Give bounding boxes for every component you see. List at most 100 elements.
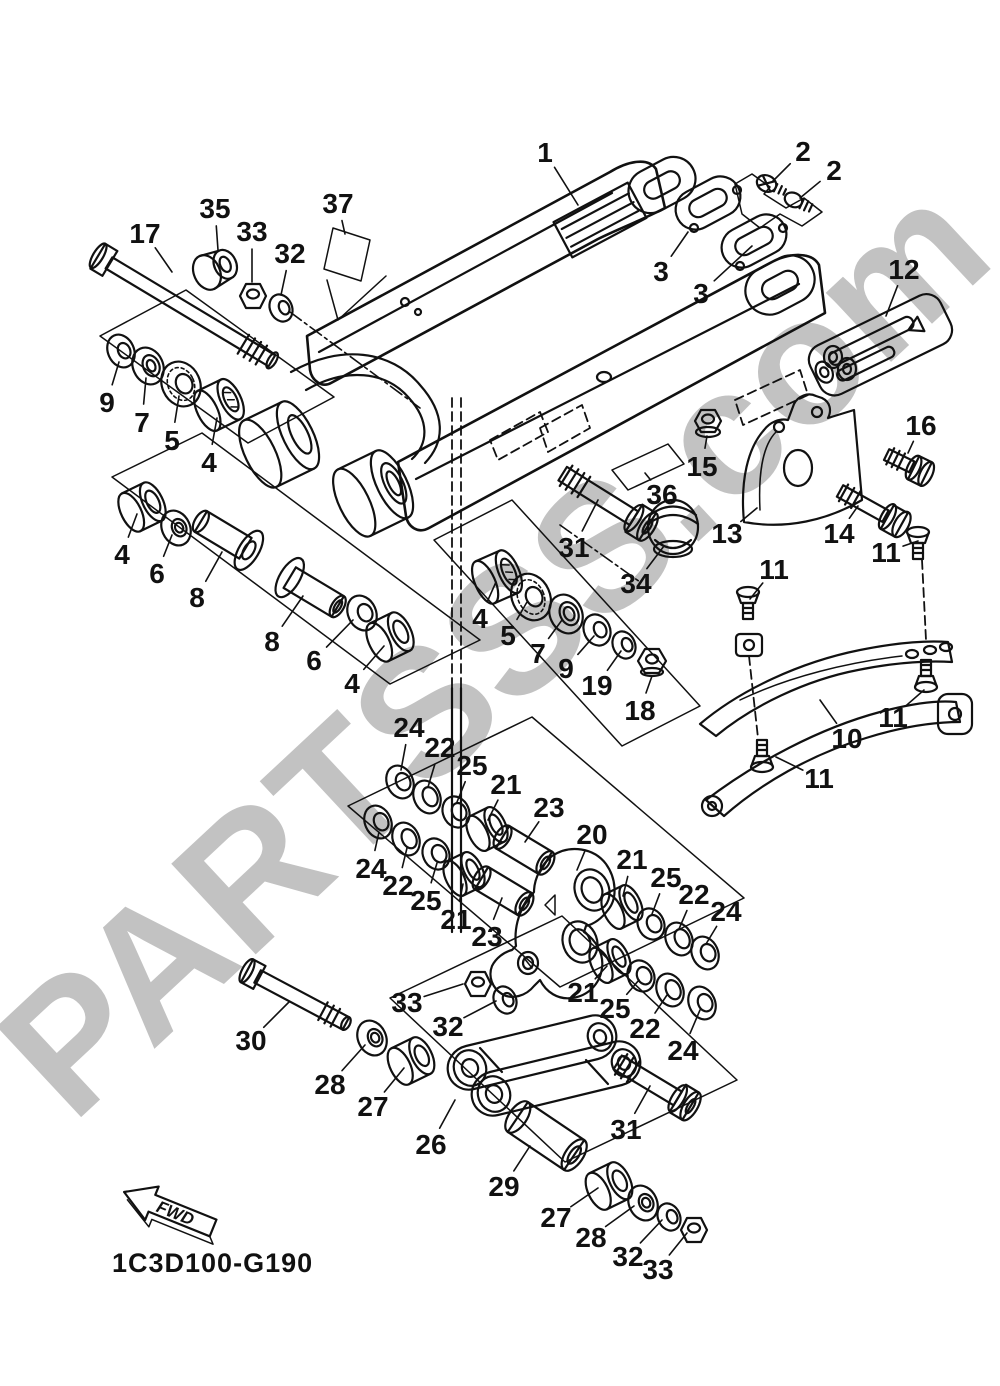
callout-number-15: 15 — [686, 451, 717, 482]
nut-15 — [693, 408, 723, 439]
washer-32-mid — [492, 985, 518, 1015]
callout-number-35: 35 — [199, 193, 230, 224]
callout-leader-23 — [524, 821, 540, 843]
screw-11-c — [913, 658, 939, 694]
callout-number-36: 36 — [646, 479, 677, 510]
callout-leader-27 — [383, 1067, 405, 1093]
spacer-8-a — [191, 509, 265, 571]
seal-7-mid — [548, 593, 584, 635]
callout-number-11: 11 — [871, 537, 901, 568]
callout-leader-22 — [654, 994, 668, 1014]
callout-number-22: 22 — [629, 1013, 660, 1044]
callout-number-10: 10 — [831, 723, 862, 754]
callout-leader-24 — [689, 1009, 701, 1035]
callout-leader-2 — [799, 180, 821, 199]
bolt-14 — [835, 483, 912, 539]
callout-number-17: 17 — [129, 218, 160, 249]
callout-number-33: 33 — [642, 1254, 673, 1285]
bearing-5-mid — [509, 572, 553, 622]
callout-number-24: 24 — [667, 1035, 699, 1066]
callout-number-28: 28 — [314, 1069, 345, 1100]
callout-number-24: 24 — [710, 896, 742, 927]
callout-leader-14 — [848, 505, 859, 520]
callout-leader-24 — [400, 743, 407, 771]
callout-leader-4 — [211, 417, 218, 446]
callout-leader-22 — [401, 847, 408, 869]
callout-leader-23 — [492, 897, 503, 921]
callout-leader-3 — [670, 231, 689, 258]
callout-number-29: 29 — [488, 1171, 519, 1202]
callout-leader-28 — [341, 1044, 366, 1072]
callout-number-22: 22 — [382, 870, 413, 901]
callout-leader-11 — [775, 756, 804, 771]
bearing-21-ur — [600, 883, 644, 931]
callout-number-28: 28 — [575, 1222, 606, 1253]
callout-number-21: 21 — [440, 904, 471, 935]
bushing-27-b — [584, 1161, 634, 1211]
callout-leader-11 — [905, 689, 925, 706]
callout-number-9: 9 — [99, 387, 115, 418]
callout-leader-8 — [204, 551, 223, 583]
callout-number-21: 21 — [567, 977, 598, 1008]
callout-number-25: 25 — [599, 993, 630, 1024]
callout-leader-32 — [639, 1219, 663, 1244]
bolt-30 — [238, 958, 352, 1031]
callout-number-23: 23 — [471, 921, 502, 952]
washer-19 — [611, 630, 637, 660]
callout-number-12: 12 — [888, 254, 919, 285]
callout-leader-15 — [704, 435, 708, 450]
callout-leader-25 — [456, 780, 467, 803]
callout-number-3: 3 — [693, 278, 709, 309]
callout-number-8: 8 — [264, 626, 280, 657]
spacer-8-b — [274, 556, 347, 619]
callout-leader-21 — [487, 799, 499, 821]
callout-leader-2 — [771, 162, 792, 183]
callout-leader-9 — [577, 635, 595, 656]
callout-leader-31 — [581, 499, 599, 532]
callout-number-5: 5 — [500, 620, 516, 651]
bushing-27-a — [386, 1036, 436, 1086]
nut-33-mid — [463, 970, 493, 998]
callout-leader-32 — [463, 1000, 497, 1019]
nut-33-bottom — [679, 1216, 709, 1244]
callout-number-27: 27 — [540, 1202, 571, 1233]
screw-2a — [755, 173, 788, 196]
callout-leader-4 — [362, 645, 385, 671]
part-code: 1C3D100-G190 — [112, 1248, 313, 1278]
callout-number-9: 9 — [558, 653, 574, 684]
bolt-16 — [882, 447, 936, 487]
bracket-12-lugs — [822, 344, 858, 382]
callout-number-24: 24 — [393, 712, 425, 743]
callout-leader-34 — [646, 545, 665, 570]
callout-leader-17 — [154, 246, 173, 273]
callout-leader-13 — [740, 507, 758, 523]
callout-number-25: 25 — [456, 750, 487, 781]
fwd-label: FWD — [154, 1197, 197, 1229]
seal-25-ul — [441, 795, 471, 829]
link-26 — [446, 1014, 642, 1117]
callout-number-22: 22 — [424, 732, 455, 763]
collar-35 — [191, 248, 239, 291]
callout-number-30: 30 — [235, 1025, 266, 1056]
seal-22-ll — [391, 821, 421, 857]
callout-number-4: 4 — [201, 447, 217, 478]
bearing-21-ll — [442, 850, 486, 898]
relay-arm-20 — [489, 848, 616, 1000]
callout-leader-21 — [594, 965, 608, 980]
callout-leader-7 — [142, 377, 147, 405]
callout-number-33: 33 — [236, 216, 267, 247]
callout-number-32: 32 — [432, 1011, 463, 1042]
callout-leader-11 — [902, 540, 919, 547]
callout-leader-32 — [280, 269, 288, 296]
callout-leader-3 — [713, 245, 753, 282]
callout-number-31: 31 — [610, 1114, 641, 1145]
callout-leader-18 — [645, 675, 653, 694]
grouping-boxes — [99, 289, 745, 1163]
callout-number-26: 26 — [415, 1129, 446, 1160]
callout-leader-30 — [262, 1001, 290, 1029]
callout-number-25: 25 — [650, 862, 681, 893]
callout-number-31: 31 — [558, 532, 589, 563]
